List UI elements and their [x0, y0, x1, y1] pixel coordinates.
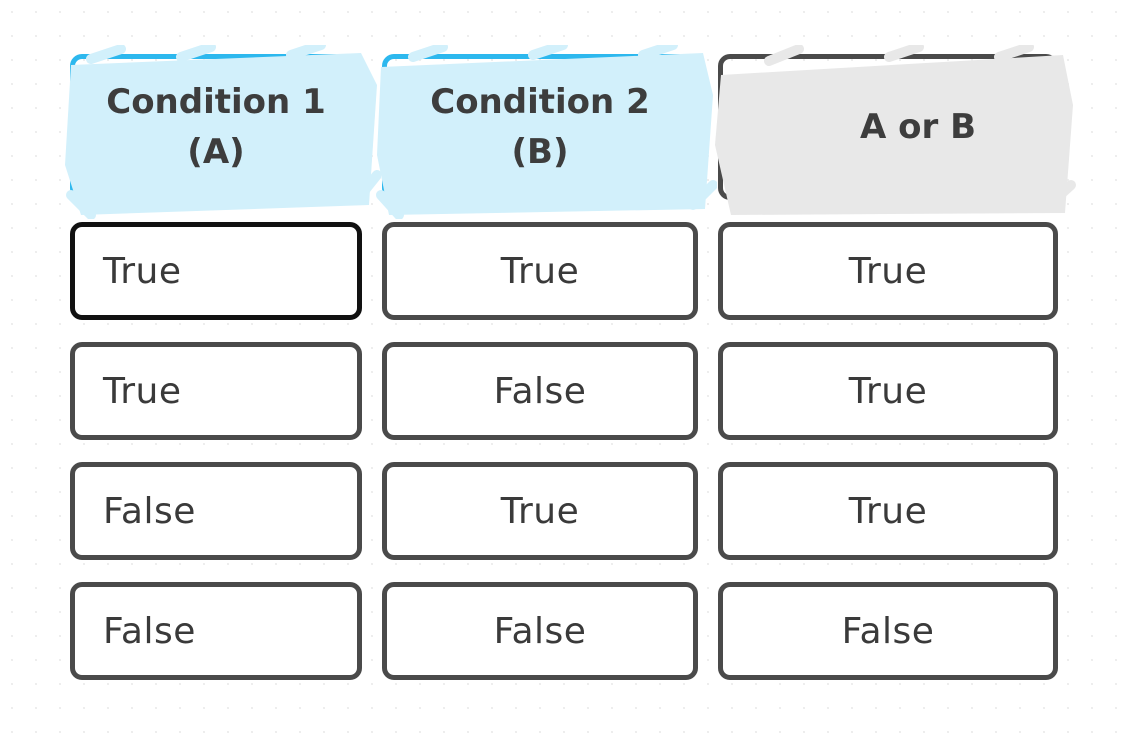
cell-row3-a-value: False: [103, 490, 196, 532]
cell-row3-result-value: True: [848, 490, 928, 532]
cell-row3-a[interactable]: False: [70, 462, 362, 560]
cell-row2-result[interactable]: True: [718, 342, 1058, 440]
cell-row1-b-value: True: [500, 250, 580, 292]
cell-row4-result[interactable]: False: [718, 582, 1058, 680]
header-a-line2: (A): [187, 132, 245, 172]
header-result-label: A or B: [859, 107, 977, 147]
cell-row4-result-value: False: [841, 610, 935, 652]
cell-row2-b[interactable]: False: [382, 342, 698, 440]
header-condition-b[interactable]: Condition 2 (B): [376, 45, 717, 219]
cell-row2-a[interactable]: True: [70, 342, 362, 440]
cell-row1-a[interactable]: True: [70, 222, 362, 320]
cell-row3-b-value: True: [500, 490, 580, 532]
cell-row1-a-value: True: [103, 250, 182, 292]
cell-row4-a-value: False: [103, 610, 196, 652]
cell-row2-b-value: False: [493, 370, 587, 412]
header-a-line1: Condition 1: [106, 82, 326, 122]
cell-row3-result[interactable]: True: [718, 462, 1058, 560]
cell-row4-b[interactable]: False: [382, 582, 698, 680]
cell-row4-b-value: False: [493, 610, 587, 652]
cell-row2-result-value: True: [848, 370, 928, 412]
cell-row1-result-value: True: [848, 250, 928, 292]
cell-row3-b[interactable]: True: [382, 462, 698, 560]
cell-row1-b[interactable]: True: [382, 222, 698, 320]
cell-row1-result[interactable]: True: [718, 222, 1058, 320]
cell-row2-a-value: True: [103, 370, 182, 412]
header-result[interactable]: A or B: [715, 45, 1076, 215]
header-b-line1: Condition 2: [430, 82, 650, 122]
header-b-line2: (B): [511, 132, 569, 172]
header-condition-a[interactable]: Condition 1 (A): [65, 45, 381, 219]
cell-row4-a[interactable]: False: [70, 582, 362, 680]
